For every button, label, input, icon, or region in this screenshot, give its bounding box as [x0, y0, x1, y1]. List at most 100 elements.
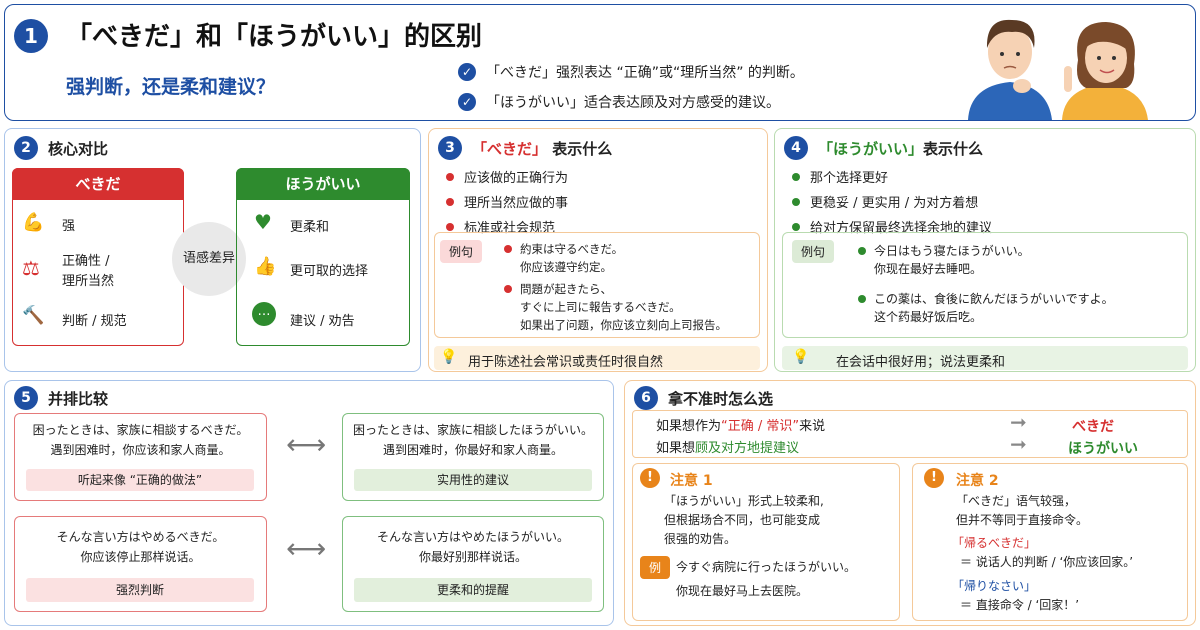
- note-quote-meaning: ＝ 说话人的判断 / ‘你应该回家。’: [960, 555, 1134, 569]
- list-item: 理所当然应做的事: [446, 192, 568, 211]
- note-title: 注意 1: [670, 473, 713, 489]
- example-cn: 你现在最好去睡吧。: [874, 262, 983, 276]
- example-jp: 問題が起きたら、 すぐに上司に報告するべきだ。: [520, 282, 681, 314]
- bullet-list: 应该做的正确行为 理所当然应做的事 标准或社会规范: [446, 167, 568, 242]
- title-rest: 表示什么: [923, 139, 984, 158]
- section-hougaii-meaning: [774, 128, 1196, 372]
- bekida-head: べきだ: [12, 168, 184, 200]
- example-jp: 今すぐ病院に行ったほうがいい。: [676, 560, 857, 574]
- double-arrow-icon: ⟷: [286, 532, 327, 565]
- example-jp: 約束は守るべきだ。: [520, 242, 624, 256]
- card-note: 强烈判断: [26, 578, 254, 602]
- card-note: 更柔和的提醒: [354, 578, 592, 602]
- note-quote: 「帰るべきだ」: [952, 536, 1037, 550]
- tip-bar: [434, 346, 760, 370]
- card-cn: 遇到困难时，你最好和家人商量。: [382, 443, 563, 457]
- compare-card-bekida: [14, 413, 267, 501]
- compare-card-bekida: [14, 516, 267, 612]
- section-number: 4: [784, 136, 808, 160]
- check-text: 「べきだ」强烈表达 “正确”或“理所当然” 的判断。: [486, 65, 804, 81]
- example-tag: 例句: [440, 240, 483, 263]
- card-jp: 困ったときは、家族に相談するべきだ。: [32, 423, 249, 437]
- arrow-icon: ➞: [1010, 432, 1027, 456]
- choice-box: [632, 410, 1188, 458]
- page-subtitle: 强判断，还是柔和建议？: [66, 76, 276, 98]
- example-list: 約束は守るべきだ。你应该遵守约定。 問題が起きたら、 すぐに上司に報告するべきだ…: [504, 240, 727, 334]
- hougaii-item: 更柔和: [290, 220, 330, 235]
- section-title: 2 核心对比: [14, 136, 108, 160]
- section-bekida-meaning: [428, 128, 768, 372]
- note-card: [912, 463, 1188, 621]
- check-item: ✓ 「べきだ」强烈表达 “正确”或“理所当然” 的判断。: [458, 62, 804, 82]
- header-panel: [4, 4, 1196, 121]
- warning-icon: !: [640, 468, 660, 488]
- example-jp: 今日はもう寝たほうがいい。: [874, 244, 1030, 258]
- title-quote: 「ほうがいい」: [818, 139, 924, 158]
- tip-text: 用于陈述社会常识或责任时很自然: [468, 355, 664, 370]
- note-quote-meaning: ＝ 直接命令 / ‘回家！’: [960, 598, 1080, 612]
- section-side-by-side: [4, 380, 614, 626]
- example-item: この薬は、食後に飲んだほうがいいですよ。这个药最好饭后吃。: [858, 290, 1114, 326]
- hougaii-item: 建议 / 劝告: [290, 314, 355, 329]
- card-jp: そんな言い方はやめるべきだ。: [56, 530, 225, 544]
- nuance-circle: 语感差异: [172, 222, 246, 296]
- example-tag: 例: [640, 556, 671, 579]
- example-list: 今日はもう寝たほうがいい。你现在最好去睡吧。 この薬は、食後に飲んだほうがいいで…: [858, 242, 1114, 326]
- choice-answer: ほうがいい: [1068, 441, 1138, 457]
- lightbulb-icon: 💡: [792, 349, 810, 365]
- example-item: 約束は守るべきだ。你应该遵守约定。: [504, 240, 727, 276]
- example-item: 問題が起きたら、 すぐに上司に報告するべきだ。如果出了问题，你应该立刻向上司报告…: [504, 280, 727, 334]
- tip-bar: [782, 346, 1188, 370]
- check-item: ✓ 「ほうがいい」适合表达顾及对方感受的建议。: [458, 92, 804, 112]
- example-cn: 你现在最好马上去医院。: [676, 584, 809, 598]
- card-note: 实用性的建议: [354, 469, 592, 491]
- section-core-compare: [4, 128, 421, 372]
- example-tag: 例句: [792, 240, 835, 263]
- section-title: 3 「べきだ」 表示什么: [438, 136, 612, 160]
- example-box: [782, 232, 1188, 338]
- scale-icon: ⚖: [22, 256, 40, 280]
- example-jp: この薬は、食後に飲んだほうがいいですよ。: [874, 292, 1114, 306]
- list-item: 那个选择更好: [792, 167, 992, 186]
- title-rest: 表示什么: [552, 139, 613, 158]
- bekida-item: 强: [62, 219, 76, 234]
- compare-card-hougaii: [342, 413, 604, 501]
- section-title-text: 拿不准时怎么选: [668, 389, 774, 408]
- section-how-to-choose: [624, 380, 1196, 626]
- check-icon: ✓: [458, 93, 476, 111]
- section-title: 5 并排比较: [14, 386, 108, 410]
- hougaii-item: 更可取的选择: [290, 264, 369, 279]
- heart-icon: ♥: [254, 210, 272, 234]
- bekida-item: 判断 / 规范: [62, 314, 127, 329]
- card-cn: 遇到困难时，你应该和家人商量。: [50, 443, 231, 457]
- section-title: 6 拿不准时怎么选: [634, 386, 773, 410]
- bullet-list: 那个选择更好 更稳妥 / 更实用 / 为对方着想 给对方保留最终选择余地的建议: [792, 167, 992, 242]
- section-number: 3: [438, 136, 462, 160]
- bekida-item: 正确性 / 理所当然: [62, 254, 115, 289]
- warning-icon: !: [924, 468, 944, 488]
- gavel-icon: 🔨: [22, 305, 45, 326]
- note-title: 注意 2: [956, 473, 999, 489]
- example-box: [434, 232, 760, 338]
- note-quote: 「帰りなさい」: [952, 579, 1037, 593]
- check-icon: ✓: [458, 63, 476, 81]
- section-number: 6: [634, 386, 658, 410]
- card-jp: そんな言い方はやめたほうがいい。: [376, 530, 569, 544]
- choice-row: 如果想作为“正确 / 常识”来说: [656, 419, 826, 434]
- card-cn: 你最好别那样说话。: [418, 550, 527, 564]
- example-cn: 你应该遵守约定。: [520, 260, 612, 274]
- tip-text: 在会话中很好用；说法更柔和: [836, 355, 1006, 370]
- section-number: 2: [14, 136, 38, 160]
- note-body: 「べきだ」语气较强，但并不等同于直接命令。: [956, 494, 1089, 527]
- hougaii-head: ほうがいい: [236, 168, 410, 200]
- arrow-icon: ➞: [1010, 410, 1027, 434]
- thumbs-up-icon: 👍: [254, 256, 277, 277]
- section-title: 4 「ほうがいい」表示什么: [784, 136, 983, 160]
- check-text: 「ほうがいい」适合表达顾及对方感受的建议。: [486, 95, 780, 111]
- choice-row: 如果想顾及对方地提建议: [656, 441, 800, 456]
- section-title-text: 核心对比: [48, 139, 109, 158]
- people-illustration: [968, 19, 1148, 120]
- note-body: 「ほうがいい」形式上较柔和,但根据场合不同，也可能变成很强的劝告。: [664, 494, 824, 546]
- card-jp: 困ったときは、家族に相談したほうがいい。: [352, 423, 593, 437]
- chat-icon: …: [252, 302, 276, 326]
